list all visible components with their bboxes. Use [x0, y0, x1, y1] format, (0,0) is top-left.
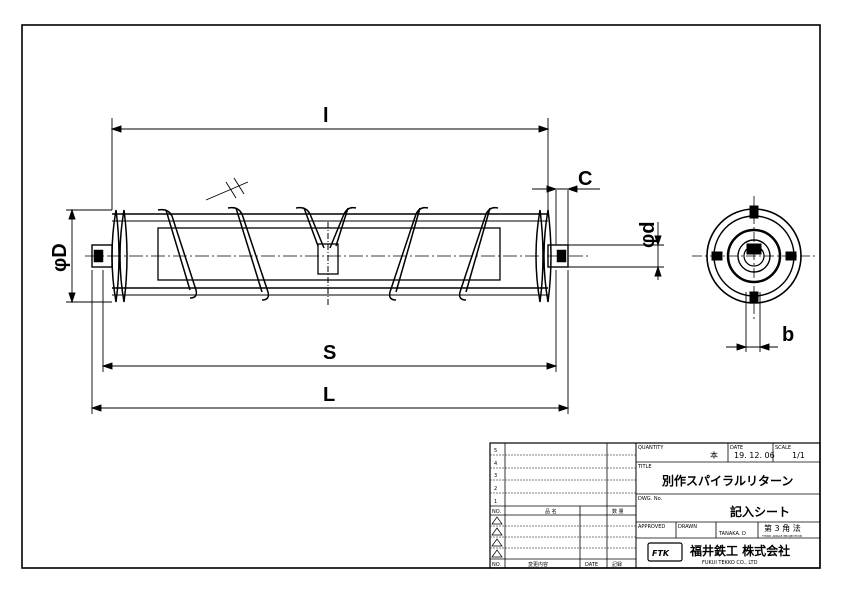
chg-header-content: 変更内容 [528, 561, 548, 568]
dimension-lines [66, 118, 778, 414]
dim-phi-D: φD [49, 243, 71, 272]
scale-label: SCALE [775, 445, 791, 451]
spiral-right-hand [329, 206, 499, 301]
chg-header-date: DATE [585, 562, 598, 568]
shaft-left [91, 244, 113, 268]
shaft-left-bolt [93, 249, 104, 263]
dwg-no-label: DWG. No. [638, 496, 663, 502]
rev-4: 4 [494, 461, 497, 467]
drawing-title: 別作スパイラルリターン [661, 473, 793, 488]
title-label: TITLE [637, 464, 652, 470]
quantity-label: QUANTITY [638, 445, 664, 451]
dwg-no-value: 記入シート [730, 504, 790, 519]
dim-l: l [323, 105, 329, 127]
rev-2: 2 [494, 486, 497, 492]
rev-1: 1 [494, 499, 497, 505]
date-value: 19. 12. 06 [734, 451, 775, 460]
side-key [746, 243, 762, 255]
quantity-value: 本 [710, 450, 718, 460]
dim-L: L [323, 384, 335, 406]
side-inner [737, 239, 771, 273]
side-view [692, 196, 818, 320]
projection-label: 第 3 角 法 [764, 523, 801, 533]
sheet-border [21, 24, 821, 569]
end-ring-left-b [119, 209, 128, 303]
inner-pipe [157, 227, 501, 281]
company-name-jp: 福井鉄工 株式会社 [689, 543, 790, 558]
drawn-value: TANAKA. D [718, 531, 746, 537]
shaft-right-bolt [556, 249, 567, 263]
spiral-left-hand [157, 206, 325, 301]
rev-header-qty: 数 量 [612, 508, 624, 515]
shaft-right [547, 244, 569, 268]
company-name-en: FUKUI TEKKO CO., LTD [702, 560, 758, 566]
projection-sub: THIRD ANGLE PROJECTION [761, 534, 802, 538]
rev-5: 5 [494, 448, 497, 454]
rev-header-item: 品 名 [545, 508, 557, 515]
dim-b: b [782, 324, 794, 346]
dim-phi-d: φd [637, 221, 659, 248]
front-view [85, 206, 590, 306]
dim-s: S [323, 342, 336, 364]
drawn-label: DRAWN [678, 524, 697, 530]
end-ring-right-a [535, 209, 544, 303]
scale-value: 1/1 [792, 451, 805, 460]
end-ring-right-b [543, 209, 552, 303]
dim-c: C [578, 168, 592, 190]
rev-3: 3 [494, 473, 497, 479]
end-ring-left-a [111, 209, 120, 303]
approved-label: APPROVED [638, 524, 665, 530]
chg-header-no: NO. [492, 562, 501, 568]
title-block [489, 442, 821, 569]
chg-header-sign: 記録 [612, 561, 622, 568]
side-pipe [726, 228, 782, 284]
date-label: DATE [730, 445, 743, 451]
rev-header-no: NO. [492, 509, 501, 515]
company-logo: FTK [652, 549, 670, 558]
